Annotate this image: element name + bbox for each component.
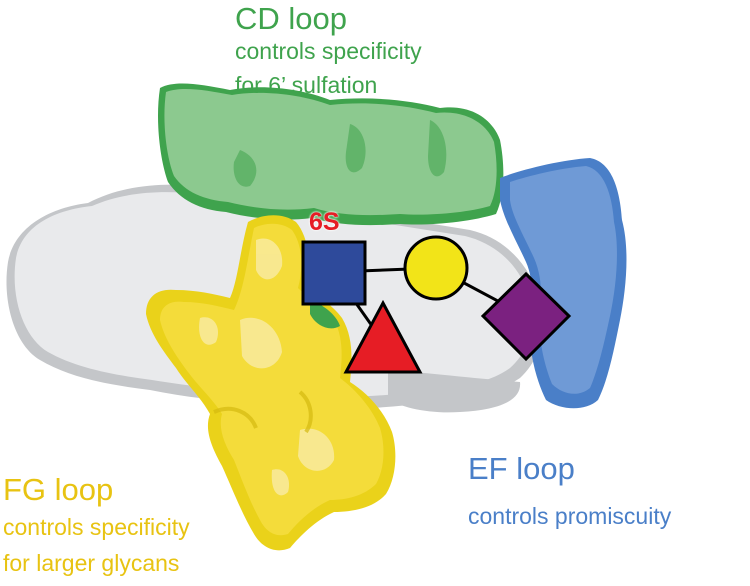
glycan xyxy=(301,235,572,374)
fg-loop-highlights xyxy=(199,238,335,496)
sialic-acid-diamond-icon xyxy=(480,271,572,362)
fg-loop-inner-ridge xyxy=(213,390,313,434)
fg-loop-desc-line2: for larger glycans xyxy=(3,550,180,576)
cd-loop-title: CD loop xyxy=(235,1,347,36)
glcnac-square-icon xyxy=(301,240,367,306)
fg-loop-desc-line1: controls specificity xyxy=(3,514,190,540)
cd-loop-patch xyxy=(310,300,340,329)
galactose-circle-icon xyxy=(403,235,469,301)
protein-shadow-lower xyxy=(388,370,521,413)
fucose-triangle-icon xyxy=(343,299,423,374)
ef-loop-title: EF loop xyxy=(468,451,575,486)
ef-loop-fill xyxy=(510,166,617,394)
cd-loop-desc-line1: controls specificity xyxy=(235,38,422,64)
fg-loop-surface xyxy=(146,215,396,551)
cd-loop-desc-line2: for 6’ sulfation xyxy=(235,72,378,98)
fg-loop-title: FG loop xyxy=(3,472,114,507)
cd-loop-surface xyxy=(157,83,504,226)
ef-loop-desc-line1: controls promiscuity xyxy=(468,503,672,529)
sulfate-6s-label: 6S xyxy=(309,208,340,236)
